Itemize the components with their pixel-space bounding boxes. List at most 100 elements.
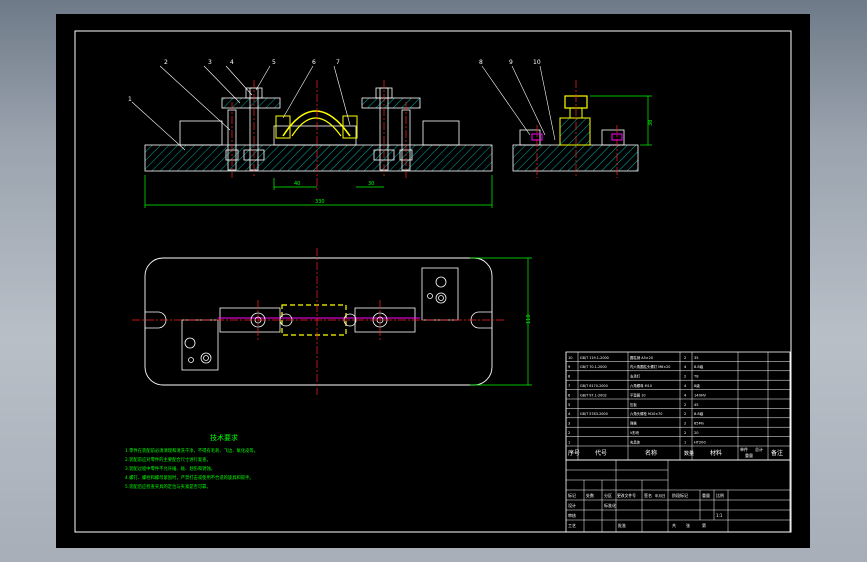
parts-list-cell: 圆柱销 A5×20	[630, 355, 653, 360]
tb-sheet: 张	[686, 522, 690, 528]
side-centerlines	[536, 80, 618, 178]
plan-view: 110	[132, 248, 532, 395]
tb-standardization: 标准化	[604, 502, 616, 508]
dim-side-height: 38	[648, 120, 654, 126]
front-leaders	[131, 65, 351, 151]
tb-process: 工艺	[568, 523, 576, 528]
parts-list-cell: 9	[568, 365, 571, 369]
parts-list-cell: GB/T 97.1-2002	[580, 393, 607, 397]
parts-list-cell: 8.8级	[694, 411, 704, 416]
parts-list-cell: 4	[684, 393, 687, 397]
note-line-3: 3.装配过程中零件不允许磕、碰、划伤和锈蚀。	[125, 465, 215, 472]
balloon-8: 8	[479, 59, 483, 66]
tb-zone: 分区	[604, 492, 612, 498]
balloon-3: 3	[208, 59, 212, 66]
parts-list-cell: 六角头螺栓 M10×70	[630, 411, 662, 416]
tb-sheet-no: 第	[702, 522, 706, 528]
side-workpiece-body	[559, 117, 591, 146]
tb-scale-value: 1:1	[716, 513, 723, 518]
balloon-10: 10	[533, 59, 541, 66]
parts-list-cell: 140HV	[694, 393, 707, 397]
parts-list-cell: 8级	[694, 383, 700, 388]
balloon-6: 6	[312, 59, 316, 66]
drawing-background	[56, 14, 810, 548]
parts-list-cell: GB/T 5783-2000	[580, 412, 608, 416]
front-section-view: 330 40 30 1 2 3 4 5 6 7	[128, 59, 493, 208]
parts-list-cell: 6	[568, 393, 571, 397]
title-block: 标记 处数 分区 更改文件号 签名 年月日 设计 标准化 审核 工艺 批准 阶段…	[565, 459, 791, 533]
dim-overall-length: 330	[315, 199, 325, 205]
note-line-4: 4.螺钉、螺栓和螺母紧固时，严禁打击或使用不合适的旋具和扳手。	[125, 474, 254, 481]
parts-list-cell: 弹簧	[630, 421, 637, 426]
parts-list-cell: 平垫圈 10	[630, 392, 646, 397]
workpiece-right-boss	[342, 115, 358, 139]
side-balloons: 8 9 10	[479, 59, 541, 66]
right-press-plate	[361, 97, 421, 109]
header-name: 名称	[645, 449, 657, 457]
center-v-block	[273, 125, 357, 146]
right-support-block	[422, 120, 460, 146]
drawing-border	[74, 30, 792, 533]
front-balloons: 1 2 3 4 5 6 7	[128, 59, 340, 103]
header-qty: 数量	[684, 450, 694, 457]
parts-list-cell: 2	[684, 375, 686, 379]
plan-dimensions	[470, 257, 532, 386]
parts-list-cell: GB/T 119.1-2000	[580, 356, 609, 360]
tb-change-doc: 更改文件号	[617, 493, 636, 498]
balloon-9: 9	[509, 59, 513, 66]
tb-review: 审核	[568, 512, 576, 518]
tb-total: 共	[672, 522, 676, 528]
parts-list-cell: 5	[568, 403, 570, 407]
parts-list-cell: 20	[694, 431, 699, 435]
front-centerlines	[231, 80, 407, 192]
title-block-grid	[566, 460, 790, 532]
parts-list-cell: 8.8级	[694, 364, 704, 369]
balloon-7: 7	[336, 59, 340, 66]
parts-list-cell: 10	[568, 356, 573, 360]
tb-mark: 标记	[568, 492, 576, 498]
parts-list-cell: 1	[568, 440, 570, 444]
parts-list-cell: GB/T 70.1-2000	[580, 365, 607, 369]
tb-approve: 批准	[618, 522, 626, 528]
left-press-plate	[221, 97, 281, 109]
parts-list-cell: 4	[568, 412, 571, 416]
parts-list-cell: 2	[684, 356, 686, 360]
technical-requirements: 技术要求 1.零件在装配前必须清理和清洗干净，不得有毛刺、飞边、氧化皮等。 2.…	[125, 433, 258, 490]
notes-title: 技术要求	[210, 433, 238, 442]
parts-list-cell: 45	[694, 403, 699, 407]
title-block-border	[565, 459, 791, 533]
header-total: 总计	[755, 446, 763, 452]
parts-list-cell: 7	[568, 384, 570, 388]
plan-body-outline	[144, 257, 493, 386]
parts-list-cell: 1	[684, 440, 686, 444]
parts-list-cell: 2	[568, 431, 570, 435]
parts-list-cell: 支承钉	[630, 374, 641, 379]
parts-list-cell: 六角螺母 M10	[630, 383, 652, 388]
balloon-2: 2	[164, 59, 168, 66]
parts-list-cell: 4	[684, 365, 687, 369]
side-body-section	[512, 144, 639, 172]
header-no: 序号	[568, 449, 580, 457]
side-right-block	[601, 129, 625, 146]
side-left-block	[519, 129, 541, 146]
header-weight: 重量	[745, 452, 753, 458]
parts-list-cell: 3	[568, 422, 570, 426]
plan-centerlines	[132, 248, 505, 395]
parts-list-cell: 2	[684, 422, 686, 426]
note-line-1: 1.零件在装配前必须清理和清洗干净，不得有毛刺、飞边、氧化皮等。	[125, 447, 258, 454]
parts-list-cell: GB/T 6170-2000	[580, 384, 608, 388]
dim-left-offset: 40	[294, 181, 300, 187]
side-leaders	[481, 65, 556, 141]
title-block-labels: 标记 处数 分区 更改文件号 签名 年月日 设计 标准化 审核 工艺 批准 阶段…	[568, 492, 724, 528]
tb-design: 设计	[568, 502, 576, 508]
dim-plan-width: 110	[526, 314, 532, 324]
parts-list-cell: 内六角圆柱头螺钉 M6×20	[630, 364, 670, 369]
parts-list-cell: 65Mn	[694, 422, 704, 426]
parts-list-cell: 4	[684, 384, 687, 388]
header-remark: 备注	[771, 449, 783, 457]
parts-list-cell: 8	[568, 375, 571, 379]
parts-list-cell: 35	[694, 356, 699, 360]
